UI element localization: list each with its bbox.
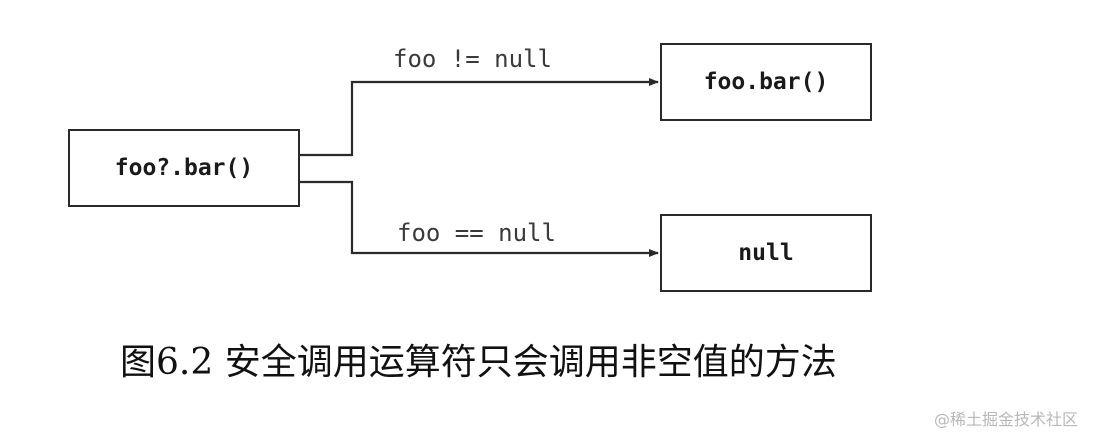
null-condition-label: foo == null [397,219,556,247]
connector-null [300,180,659,257]
source-expression-box: foo?.bar() [68,129,300,207]
not-null-result-box: foo.bar() [660,43,872,121]
null-result-text: null [738,240,794,266]
connector-not-null [300,78,659,157]
not-null-condition-label: foo != null [393,45,552,73]
source-expression-text: foo?.bar() [114,155,254,181]
figure-caption: 图6.2 安全调用运算符只会调用非空值的方法 [120,342,837,383]
null-result-box: null [660,214,872,292]
not-null-result-text: foo.bar() [703,69,829,95]
watermark: @稀土掘金技术社区 [933,410,1078,429]
